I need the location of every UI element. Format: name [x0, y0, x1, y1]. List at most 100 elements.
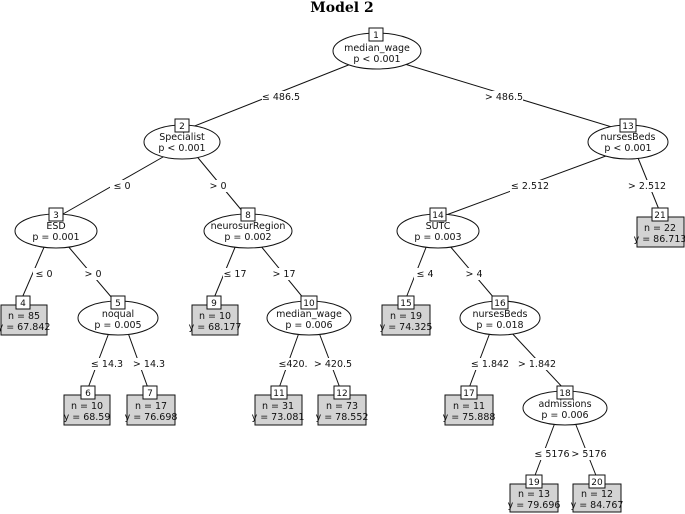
- node-id: 1: [373, 31, 379, 41]
- node-id: 5: [115, 299, 121, 309]
- split-variable: median_wage: [276, 309, 342, 320]
- leaf-y: y = 67.842: [0, 322, 50, 333]
- split-variable: neurosurRegion: [211, 221, 286, 232]
- leaf-node-7: 7 n = 17 y = 76.698: [125, 385, 178, 426]
- edge-label-14-16: > 4: [465, 269, 482, 280]
- node-id: 15: [400, 299, 411, 309]
- split-node-1: 1 median_wage p < 0.001: [332, 27, 422, 70]
- leaf-node-15: 15 n = 19 y = 74.325: [380, 295, 433, 336]
- node-id: 14: [432, 211, 444, 221]
- leaf-y: y = 86.713: [634, 234, 685, 245]
- leaf-y: y = 68.59: [64, 412, 111, 423]
- edge-labels: ≤ 486.5 > 486.5 ≤ 0 > 0 ≤ 0 > 0 ≤ 14.3 >…: [33, 91, 666, 460]
- node-id: 12: [336, 389, 347, 399]
- edge-label-8-9: ≤ 17: [223, 269, 246, 280]
- leaf-y: y = 84.767: [571, 500, 624, 511]
- leaf-y: y = 78.552: [316, 412, 369, 423]
- leaf-n: n = 22: [644, 223, 676, 234]
- edge-label-3-5: > 0: [84, 269, 101, 280]
- edge-label-10-11: ≤420.: [278, 359, 307, 370]
- p-value: p < 0.001: [353, 54, 400, 65]
- node-id: 6: [85, 389, 91, 399]
- node-id: 10: [303, 299, 315, 309]
- node-id: 3: [53, 211, 59, 221]
- edge-label-16-18: > 1.842: [518, 359, 556, 370]
- leaf-n: n = 85: [8, 311, 40, 322]
- leaf-y: y = 68.177: [189, 322, 242, 333]
- edge-label-2-3: ≤ 0: [113, 181, 130, 192]
- node-id: 19: [528, 478, 540, 488]
- leaf-y: y = 73.081: [252, 412, 305, 423]
- p-value: p = 0.005: [94, 320, 141, 331]
- p-value: p = 0.001: [32, 232, 79, 243]
- split-node-5: 5 noqual p = 0.005: [77, 295, 159, 336]
- node-id: 8: [245, 211, 251, 221]
- leaf-n: n = 13: [518, 489, 550, 500]
- node-id: 21: [654, 211, 665, 221]
- node-id: 7: [147, 389, 153, 399]
- leaf-n: n = 73: [326, 401, 358, 412]
- leaf-n: n = 10: [71, 401, 103, 412]
- leaf-node-12: 12 n = 73 y = 78.552: [316, 385, 369, 426]
- edge-label-3-4: ≤ 0: [35, 269, 52, 280]
- leaf-n: n = 10: [199, 311, 231, 322]
- leaf-n: n = 12: [581, 489, 613, 500]
- edge-label-13-14: ≤ 2.512: [511, 181, 549, 192]
- node-id: 20: [591, 478, 603, 488]
- p-value: p = 0.002: [224, 232, 271, 243]
- edge-label-5-6: ≤ 14.3: [91, 359, 123, 370]
- edge-label-1-2: ≤ 486.5: [262, 92, 300, 103]
- leaf-n: n = 19: [390, 311, 422, 322]
- edge-label-8-10: > 17: [272, 269, 295, 280]
- node-id: 4: [20, 299, 26, 309]
- node-id: 17: [463, 389, 474, 399]
- leaf-node-11: 11 n = 31 y = 73.081: [252, 385, 305, 426]
- diagram-title: Model 2: [310, 0, 373, 16]
- leaf-node-9: 9 n = 10 y = 68.177: [189, 295, 242, 336]
- leaf-node-4: 4 n = 85 y = 67.842: [0, 295, 50, 336]
- leaf-node-19: 19 n = 13 y = 79.696: [508, 474, 561, 513]
- split-variable: admissions: [538, 399, 591, 410]
- edge-label-18-20: > 5176: [571, 449, 606, 460]
- edge-label-16-17: ≤ 1.842: [471, 359, 509, 370]
- p-value: p < 0.001: [604, 143, 651, 154]
- node-id: 9: [211, 299, 217, 309]
- edge-label-13-21: > 2.512: [628, 181, 666, 192]
- split-variable: SUTC: [426, 221, 451, 232]
- split-node-2: 2 Specialist p < 0.001: [143, 118, 221, 160]
- edge-label-10-12: > 420.5: [314, 359, 352, 370]
- split-variable: ESD: [46, 221, 65, 232]
- leaf-y: y = 74.325: [380, 322, 433, 333]
- p-value: p = 0.006: [541, 410, 588, 421]
- leaf-y: y = 79.696: [508, 500, 561, 511]
- p-value: p = 0.018: [476, 320, 523, 331]
- leaf-y: y = 76.698: [125, 412, 178, 423]
- split-node-18: 18 admissions p = 0.006: [522, 385, 608, 426]
- leaf-node-17: 17 n = 11 y = 75.888: [443, 385, 496, 426]
- split-variable: nursesBeds: [600, 132, 655, 143]
- split-node-14: 14 SUTC p = 0.003: [396, 207, 480, 249]
- p-value: p = 0.003: [414, 232, 461, 243]
- p-value: p < 0.001: [158, 143, 205, 154]
- split-node-10: 10 median_wage p = 0.006: [266, 295, 352, 336]
- node-id: 18: [559, 389, 571, 399]
- leaf-y: y = 75.888: [443, 412, 496, 423]
- leaf-n: n = 17: [135, 401, 167, 412]
- node-id: 13: [622, 122, 633, 132]
- leaf-node-21: 21 n = 22 y = 86.713: [634, 207, 685, 248]
- leaf-node-6: 6 n = 10 y = 68.59: [63, 385, 111, 426]
- edge-label-14-15: ≤ 4: [416, 269, 433, 280]
- leaf-node-20: 20 n = 12 y = 84.767: [571, 474, 624, 513]
- split-variable: median_wage: [344, 43, 410, 54]
- edge-label-2-8: > 0: [209, 181, 226, 192]
- split-node-3: 3 ESD p = 0.001: [14, 207, 98, 249]
- leaf-n: n = 11: [453, 401, 485, 412]
- split-node-8: 8 neurosurRegion p = 0.002: [203, 207, 293, 249]
- edge-label-18-19: ≤ 5176: [534, 449, 569, 460]
- split-node-16: 16 nursesBeds p = 0.018: [459, 295, 541, 336]
- leaf-n: n = 31: [262, 401, 294, 412]
- node-id: 2: [179, 122, 185, 132]
- split-node-13: 13 nursesBeds p < 0.001: [587, 118, 669, 160]
- split-variable: nursesBeds: [472, 309, 527, 320]
